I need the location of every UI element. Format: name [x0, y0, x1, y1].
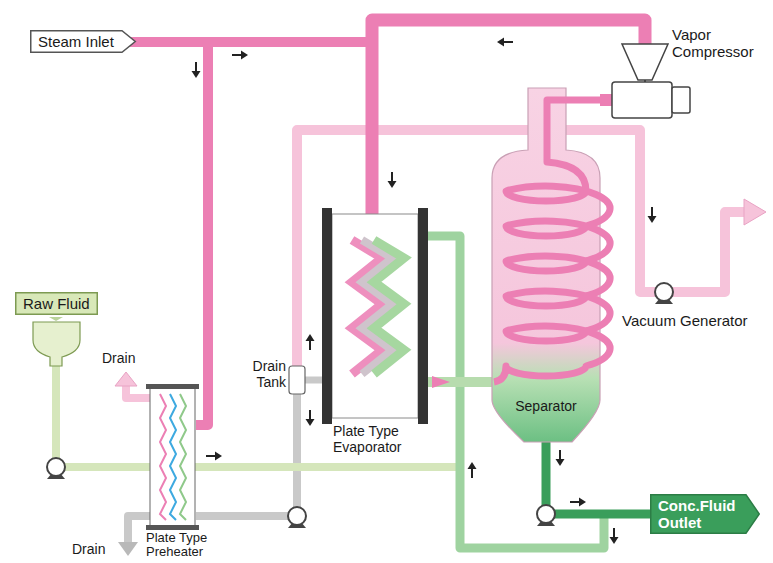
pump-casing: [655, 283, 673, 301]
pump-casing: [47, 458, 65, 476]
vessel-name: Separator: [490, 398, 602, 414]
raw-fluid-feed-arrow: [49, 317, 63, 321]
preheater-water-plate: [170, 394, 176, 520]
feed-tag-shape: [16, 293, 98, 315]
bottom-drain-arrowhead: [118, 542, 138, 556]
outlet-tag-shape: [651, 495, 760, 534]
feed-name: Raw Fluid: [23, 295, 90, 312]
compressor-motor: [672, 87, 690, 113]
top-drain-arrowhead: [115, 372, 137, 386]
preheater-steam-plate: [160, 394, 166, 520]
inlet-tag: Steam Inlet: [30, 30, 136, 53]
flow-arrow: [206, 452, 222, 461]
vapor-flow-arrow: [432, 376, 450, 388]
separator-vessel-outline: [490, 86, 602, 442]
compressor-shaft: [644, 80, 646, 82]
evaporator-fluid-plate: [374, 240, 404, 374]
steam-preheater-pipe: [196, 42, 208, 425]
evaporator-steam-plate: [352, 240, 382, 374]
equipment-label: Plate Type Preheater: [146, 531, 236, 559]
label-wrap: Plate Type Evaporator: [333, 423, 423, 455]
vacuum-pump: [655, 283, 673, 304]
steam-inlet-pipe: [110, 37, 372, 47]
pump-casing: [288, 507, 306, 525]
preheated-fluid-pipe: [195, 463, 460, 471]
raw-fluid-hopper: [33, 322, 80, 366]
flow-arrow: [232, 51, 248, 60]
inlet-name: Steam Inlet: [38, 33, 114, 50]
label-wrap: Vacuum Generator: [622, 312, 748, 329]
evaporator-body: [332, 214, 418, 418]
evaporator-frame-right: [418, 208, 428, 424]
exhaust-arrowhead: [744, 199, 766, 225]
feed-tag: Raw Fluid: [15, 292, 98, 315]
raw-fluid-pipe: [56, 366, 150, 467]
product-pipe: [546, 442, 650, 514]
label-wrap: Drain: [72, 541, 105, 557]
flow-arrow: [192, 62, 201, 78]
concentrate-pump: [537, 505, 555, 526]
equipment-label: Drain Tank: [236, 358, 286, 390]
drain-label: Drain: [72, 541, 105, 557]
separator-vessel: Separator: [490, 86, 602, 442]
drain-tank-symbol: [289, 366, 305, 394]
flow-arrow: [556, 450, 565, 466]
flow-arrow: [388, 172, 397, 188]
drain-tank-link: [305, 377, 323, 384]
preheater-body: [150, 388, 195, 526]
label-wrap: Plate Type Preheater: [146, 531, 236, 559]
vessel-drawing: [492, 88, 610, 442]
preheater-bottom-frame: [146, 525, 199, 530]
flow-arrow: [468, 462, 477, 478]
outlet-tag: Conc.Fluid Outlet: [650, 494, 760, 534]
evaporator-divider-plate: [362, 240, 392, 374]
flow-arrow: [497, 38, 513, 47]
preheater-top-frame: [146, 384, 199, 389]
drain-label: Drain: [102, 350, 135, 366]
label-wrap: Vapor Compressor: [672, 26, 772, 60]
raw-fluid-pump: [47, 458, 65, 479]
compressor-casing: [622, 44, 668, 80]
equipment-label: Vacuum Generator: [622, 312, 748, 329]
condensate-pipe: [196, 394, 297, 516]
label-wrap: Drain Tank: [236, 358, 286, 390]
evaporator-frame-left: [322, 208, 332, 424]
flow-arrow: [306, 410, 315, 426]
outlet-name: Conc.Fluid Outlet: [658, 497, 740, 531]
flow-arrow: [570, 498, 586, 507]
label-wrap: Drain: [102, 350, 135, 366]
flow-arrow: [648, 207, 657, 223]
flow-arrow: [306, 334, 315, 350]
equipment-label: Vapor Compressor: [672, 26, 772, 60]
inlet-tag-shape: [31, 31, 136, 53]
vapor-spiral: [494, 100, 610, 382]
preheater-fluid-plate: [180, 394, 186, 520]
condensate-pump: [288, 507, 306, 528]
compressor-body: [612, 82, 672, 118]
evaporator-outlet-pipe: [428, 377, 494, 387]
flow-arrow: [610, 528, 619, 544]
equipment-label: Plate Type Evaporator: [333, 423, 423, 455]
pump-casing: [537, 505, 555, 523]
